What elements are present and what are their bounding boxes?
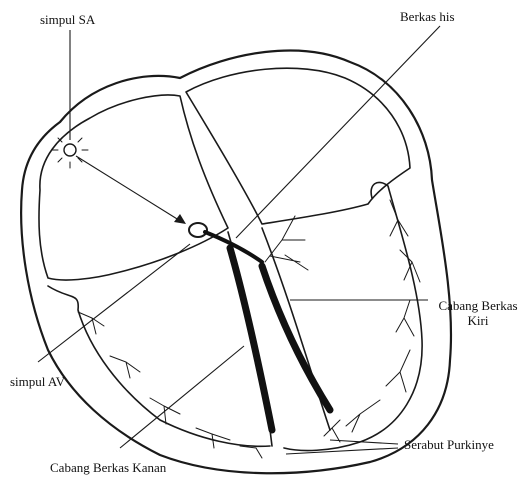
purkinje-fibers-right [78, 312, 262, 458]
rbb-leader [120, 346, 244, 448]
arrow-head [174, 214, 186, 224]
sa-to-av-arrow [76, 156, 182, 222]
label-purkinje-fibers: Serabut Purkinye [404, 437, 494, 452]
upper-fibers [265, 216, 308, 270]
label-bundle-of-his: Berkas his [400, 9, 455, 24]
av-node [189, 223, 207, 237]
label-right-bundle-branch: Cabang Berkas Kanan [50, 460, 166, 475]
label-left-bundle-branch: Cabang Berkas Kiri [430, 298, 526, 328]
av-leader [38, 244, 190, 362]
label-av-node: simpul AV [10, 374, 65, 389]
label-left-bundle-branch-line2: Kiri [430, 313, 526, 328]
interventricular-septum [228, 228, 330, 446]
label-sa-node: simpul SA [40, 12, 95, 27]
right-atrium-wall [39, 95, 228, 280]
right-ventricle-wall [48, 286, 270, 446]
label-left-bundle-branch-line1: Cabang Berkas [430, 298, 526, 313]
left-bundle-branch-path [262, 266, 330, 410]
left-ventricle-wall [284, 182, 422, 450]
